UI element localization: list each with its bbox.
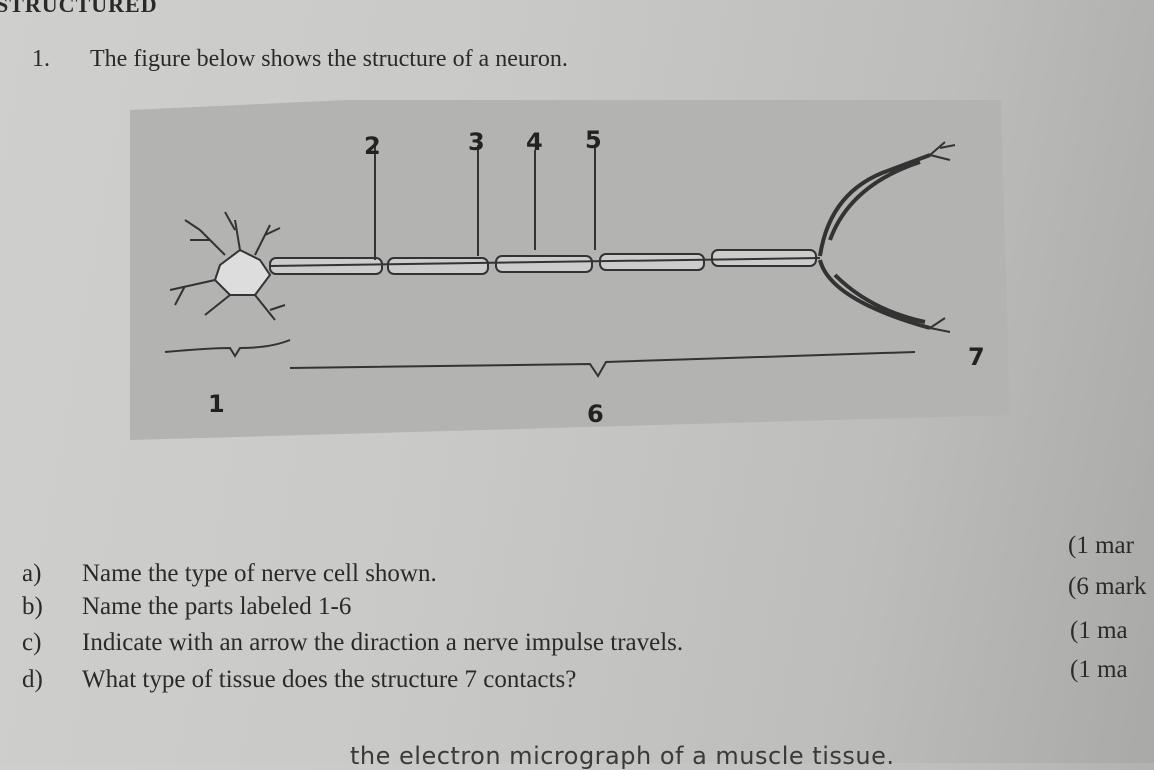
question-letter: a) xyxy=(22,560,42,587)
question-text: Name the type of nerve cell shown. xyxy=(82,560,437,587)
label-1: 1 xyxy=(208,390,225,418)
question-text: The figure below shows the structure of … xyxy=(90,46,568,72)
sub-question-a: a) Name the type of nerve cell shown. xyxy=(22,560,437,588)
neuron-figure: 2 3 4 5 1 6 7 xyxy=(130,100,1010,440)
sub-question-c: c) Indicate with an arrow the diraction a… xyxy=(22,629,683,657)
next-question-partial: the electron micrograph of a muscle tiss… xyxy=(350,742,895,770)
question-1: 1. The figure below shows the structure o… xyxy=(32,46,568,73)
marks-b: (6 mark xyxy=(1068,573,1147,600)
marks-c: (1 ma xyxy=(1070,617,1128,644)
question-text: What type of tissue does the structure 7… xyxy=(82,666,577,693)
sub-question-b: b) Name the parts labeled 1-6 xyxy=(22,593,351,621)
label-3: 3 xyxy=(468,128,485,156)
question-number: 1. xyxy=(32,46,50,72)
axon xyxy=(269,249,821,275)
question-letter: d) xyxy=(22,666,43,693)
question-text: Indicate with an arrow the diraction a n… xyxy=(82,629,684,656)
sub-question-d: d) What type of tissue does the structure… xyxy=(22,666,576,694)
label-5: 5 xyxy=(585,126,602,154)
label-4: 4 xyxy=(526,128,543,156)
label-6: 6 xyxy=(587,400,604,428)
label-7: 7 xyxy=(968,343,985,371)
section-heading: STRUCTURED xyxy=(0,0,158,17)
marks-a: (1 mar xyxy=(1068,532,1134,559)
question-letter: b) xyxy=(22,593,43,620)
label-2: 2 xyxy=(364,132,381,160)
cell-body xyxy=(213,248,272,296)
marks-d: (1 ma xyxy=(1070,656,1128,683)
question-letter: c) xyxy=(22,629,42,656)
question-text: Name the parts labeled 1-6 xyxy=(82,593,352,620)
